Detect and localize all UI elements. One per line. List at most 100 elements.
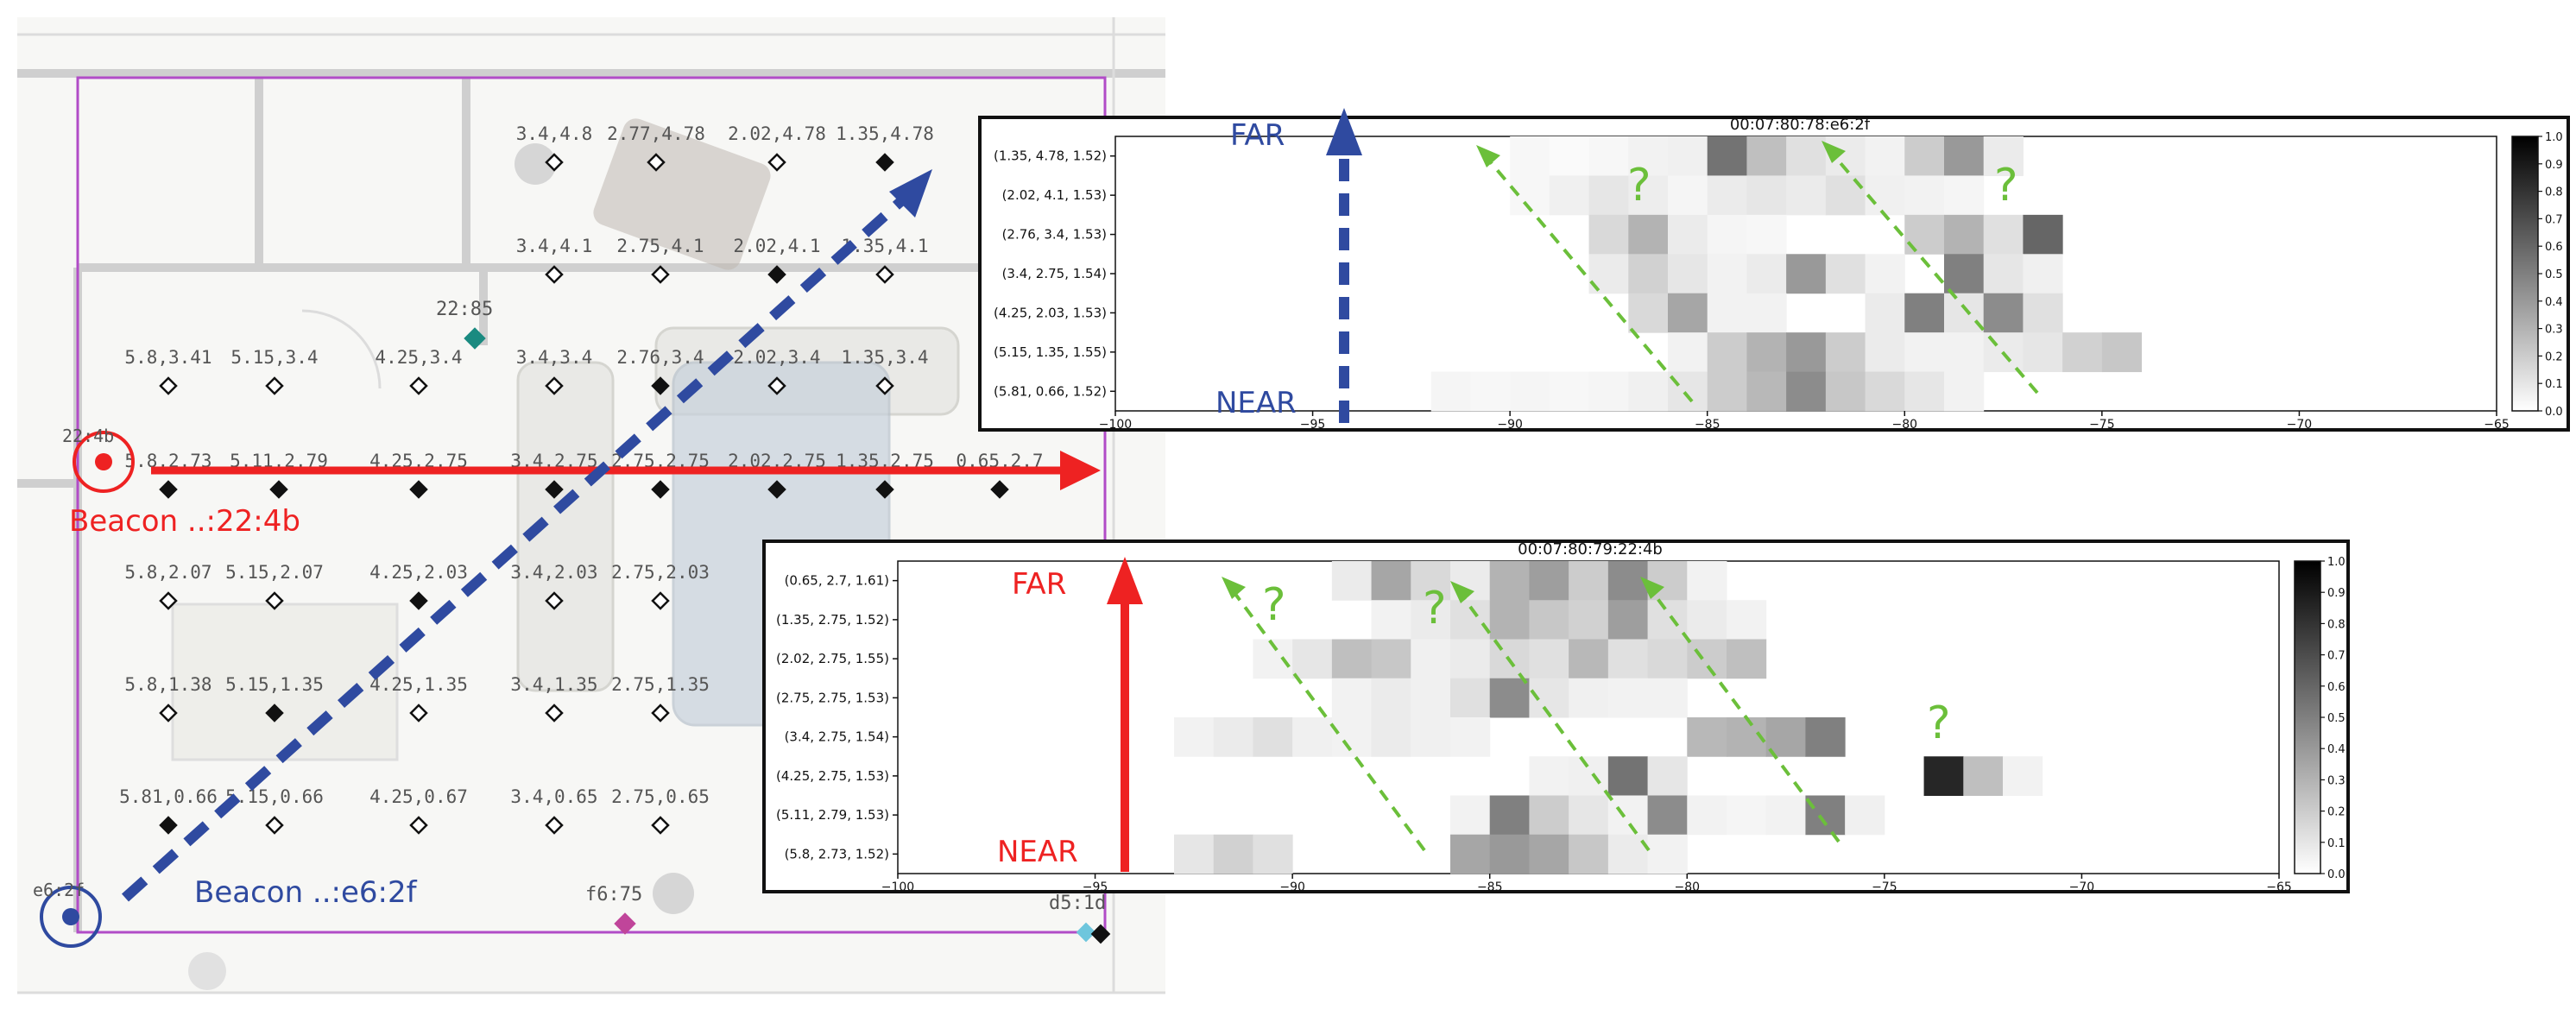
reference-point-inactive <box>265 591 284 610</box>
beacon-red-dot <box>95 453 112 470</box>
heatmap-cell <box>1371 639 1411 679</box>
heatmap-cell <box>2023 293 2063 333</box>
panel-top-trend-lines <box>1483 149 2039 403</box>
heatmap-cell <box>1647 795 1688 836</box>
y-tick-label: (5.11, 2.79, 1.53) <box>776 807 889 823</box>
reference-point-inactive <box>545 704 564 723</box>
y-tick-label: (2.02, 4.1, 1.53) <box>1002 187 1107 203</box>
reference-point-label: 2.75,4.1 <box>616 236 704 256</box>
reference-point-inactive <box>545 153 564 172</box>
reference-point-inactive <box>651 265 670 284</box>
reference-point-inactive <box>409 816 428 835</box>
x-tick-label: −100 <box>881 880 914 894</box>
x-tick-label: −95 <box>1300 418 1326 432</box>
panel-bottom-near-label: NEAR <box>997 835 1078 869</box>
colorbar-tick-label: 0.0 <box>2327 868 2346 881</box>
heatmap-cell <box>1865 254 1905 294</box>
heatmap-cell <box>1647 834 1688 874</box>
heatmap-cell <box>1668 254 1708 294</box>
x-tick-label: −90 <box>1279 880 1305 894</box>
heatmap-cell <box>1904 332 1945 373</box>
heatmap-cell <box>1411 678 1451 718</box>
heatmap-cell <box>1668 332 1708 373</box>
reference-point-inactive <box>651 816 670 835</box>
reference-point-label: 3.4,3.4 <box>516 347 593 368</box>
heatmap-cell <box>1944 214 1985 255</box>
colorbar-tick-label: 0.6 <box>2327 681 2346 694</box>
heatmap-cell <box>1944 293 1985 333</box>
heatmap-cell <box>1411 561 1451 601</box>
beacon-blue-dot <box>62 908 79 925</box>
heatmap-cell <box>1628 293 1669 333</box>
colorbar-tick-label: 0.1 <box>2545 378 2563 391</box>
reference-point-inactive <box>875 265 894 284</box>
x-tick-label: −70 <box>2069 880 2095 894</box>
heatmap-cell <box>1944 332 1985 373</box>
heatmap-cell <box>1707 293 1747 333</box>
heatmap-cell <box>2003 756 2043 796</box>
reference-point-label: 3.4,2.03 <box>510 562 597 583</box>
colorbar-tick-label: 0.8 <box>2545 186 2563 199</box>
beacon-blue-short: e6:2f <box>33 880 85 900</box>
heatmap-cell <box>1607 795 1649 836</box>
heatmap-cell <box>1174 717 1215 757</box>
heatmap-cell <box>1450 600 1491 640</box>
reference-point-active <box>545 480 564 499</box>
heatmap-cell <box>1213 717 1253 757</box>
reference-point-label: 5.15,2.07 <box>225 562 324 583</box>
heatmap-cell <box>1371 600 1411 640</box>
colorbar-tick-label: 0.9 <box>2327 587 2346 600</box>
reference-point-active <box>990 480 1009 499</box>
heatmap-cell <box>1569 795 1609 836</box>
x-tick-label: −75 <box>1872 880 1897 894</box>
heatmap-cell <box>1529 756 1569 796</box>
reference-point-label: 5.8,1.38 <box>124 674 212 695</box>
panel-bottom-question-3: ? <box>1927 697 1951 749</box>
heatmap-cell <box>1865 175 1905 216</box>
reference-point-label: 2.75,0.65 <box>611 786 710 807</box>
heatmap-cell <box>1687 561 1727 601</box>
reference-point-inactive <box>159 704 178 723</box>
heatmap-cell <box>1607 600 1649 640</box>
reference-point-label: 2.77,4.78 <box>607 123 705 144</box>
panel-bottom-trend-lines <box>1228 585 1840 852</box>
heatmap-cell <box>1825 175 1866 216</box>
heatmap-cell <box>1904 371 1945 412</box>
heatmap-cell <box>1746 136 1787 176</box>
heatmap-cell <box>1707 214 1747 255</box>
heatmap-cell <box>1944 371 1985 412</box>
reference-point-label: 2.02,4.78 <box>728 123 826 144</box>
heatmap-cell <box>1865 136 1905 176</box>
reference-point-active <box>269 480 288 499</box>
heatmap-cell <box>1786 254 1827 294</box>
heatmap-cell <box>1371 561 1411 601</box>
panel-bottom-far-label: FAR <box>1012 567 1066 602</box>
heatmap-cell <box>1489 795 1530 836</box>
panel-bottom-question-2: ? <box>1423 583 1447 634</box>
heatmap-cell <box>1628 175 1669 216</box>
heatmap-cell <box>1529 561 1569 601</box>
y-tick-label: (1.35, 2.75, 1.52) <box>776 612 889 628</box>
heatmap-top-title: 00:07:80:78:e6:2f <box>1730 116 1871 134</box>
y-tick-label: (2.02, 2.75, 1.55) <box>776 651 889 666</box>
heatmap-cell <box>1707 175 1747 216</box>
panel-top-trend-arrowheads <box>1476 141 1846 167</box>
reference-point-active <box>651 376 670 395</box>
heatmap-cell <box>1569 834 1609 874</box>
reference-point-label: 1.35,4.1 <box>841 236 928 256</box>
heatmap-cell <box>1944 175 1985 216</box>
colorbar-tick-label: 0.0 <box>2545 406 2563 419</box>
reference-point-label: 5.15,0.66 <box>225 786 324 807</box>
panel-bottom-near-far-arrow <box>1107 557 1143 872</box>
other-node-label: 22:85 <box>436 299 493 320</box>
heatmap-cell <box>1904 293 1945 333</box>
y-tick-label: (5.15, 1.35, 1.55) <box>994 344 1107 360</box>
heatmap-cell <box>1569 639 1609 679</box>
heatmap-cell <box>1668 175 1708 216</box>
heatmap-cell <box>1845 795 1885 836</box>
reference-point-inactive <box>545 591 564 610</box>
reference-point-label: 3.4,1.35 <box>510 674 597 695</box>
y-tick-label: (3.4, 2.75, 1.54) <box>785 729 889 745</box>
x-tick-label: −70 <box>2287 418 2313 432</box>
y-tick-label: (2.76, 3.4, 1.53) <box>1002 227 1107 243</box>
